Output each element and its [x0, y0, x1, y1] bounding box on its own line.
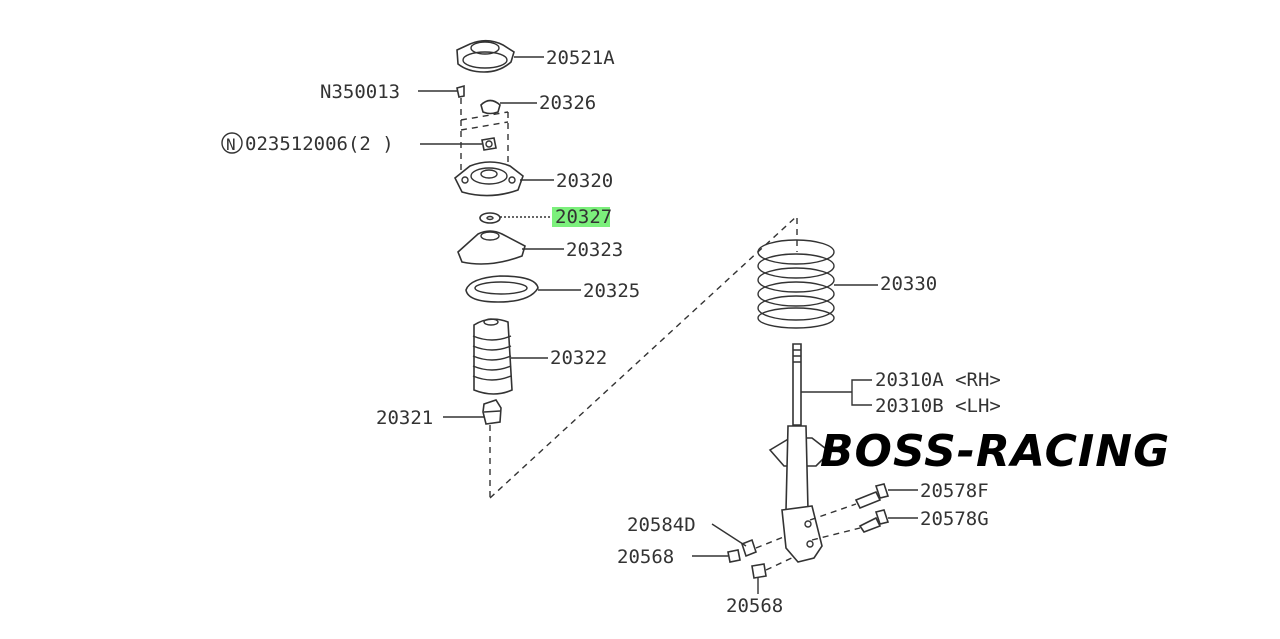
- nut-guide-2: [765, 555, 797, 571]
- part-20584D-nut: [741, 538, 757, 558]
- label-20310B: 20310B <LH>: [875, 395, 1001, 417]
- part-20578G-bolt: [858, 509, 890, 533]
- label-20578G: 20578G: [920, 508, 989, 530]
- assembly-guide-mid: [460, 121, 509, 131]
- leader-20310: [801, 379, 872, 406]
- label-20325: 20325: [583, 280, 640, 302]
- label-20568-bottom: 20568: [726, 595, 783, 617]
- part-20327-washer: [479, 212, 501, 224]
- label-20326: 20326: [539, 92, 596, 114]
- part-20322-boot: [472, 318, 513, 395]
- label-20323: 20323: [566, 239, 623, 261]
- part-20326-cap: [480, 99, 501, 115]
- label-20322: 20322: [550, 347, 607, 369]
- part-20310-strut: [768, 343, 832, 563]
- label-20568-left: 20568: [617, 546, 674, 568]
- part-N350013-bolt: [456, 84, 465, 98]
- part-20323-seat: [457, 230, 526, 265]
- nut-guide-1: [755, 535, 787, 549]
- part-20321-bumpstop: [482, 399, 502, 425]
- label-20578F: 20578F: [920, 480, 989, 502]
- label-20584D: 20584D: [627, 514, 696, 536]
- bolt-guide-F: [809, 503, 857, 521]
- assembly-guide-diagonal: [489, 215, 798, 499]
- label-20310A: 20310A <RH>: [875, 369, 1001, 391]
- label-N350013: N350013: [320, 81, 400, 103]
- part-20568-nut-left: [727, 549, 741, 563]
- label-20321: 20321: [376, 407, 433, 429]
- label-n-symbol: N: [226, 135, 236, 154]
- part-20320-mount: [453, 161, 524, 197]
- circled-n-icon: [221, 132, 243, 154]
- label-20320: 20320: [556, 170, 613, 192]
- assembly-guide-top: [460, 111, 509, 121]
- label-20330: 20330: [880, 273, 937, 295]
- watermark-boss-racing: BOSS-RACING: [820, 426, 1170, 477]
- label-20327-highlighted: 20327: [555, 206, 612, 228]
- highlight-20327: [552, 207, 610, 227]
- part-N023512006-nut: [481, 137, 497, 151]
- leader-20584D: [711, 523, 747, 547]
- label-20521A: 20521A: [546, 47, 615, 69]
- part-20330-spring: [757, 239, 835, 329]
- bolt-guide-G: [811, 527, 861, 541]
- part-20325-ring: [465, 275, 539, 303]
- part-20521A-cap: [456, 39, 515, 73]
- part-20568-nut-bottom: [751, 563, 767, 579]
- part-20578F-bolt: [854, 483, 890, 510]
- label-N023512006: 023512006(2 ): [245, 133, 394, 155]
